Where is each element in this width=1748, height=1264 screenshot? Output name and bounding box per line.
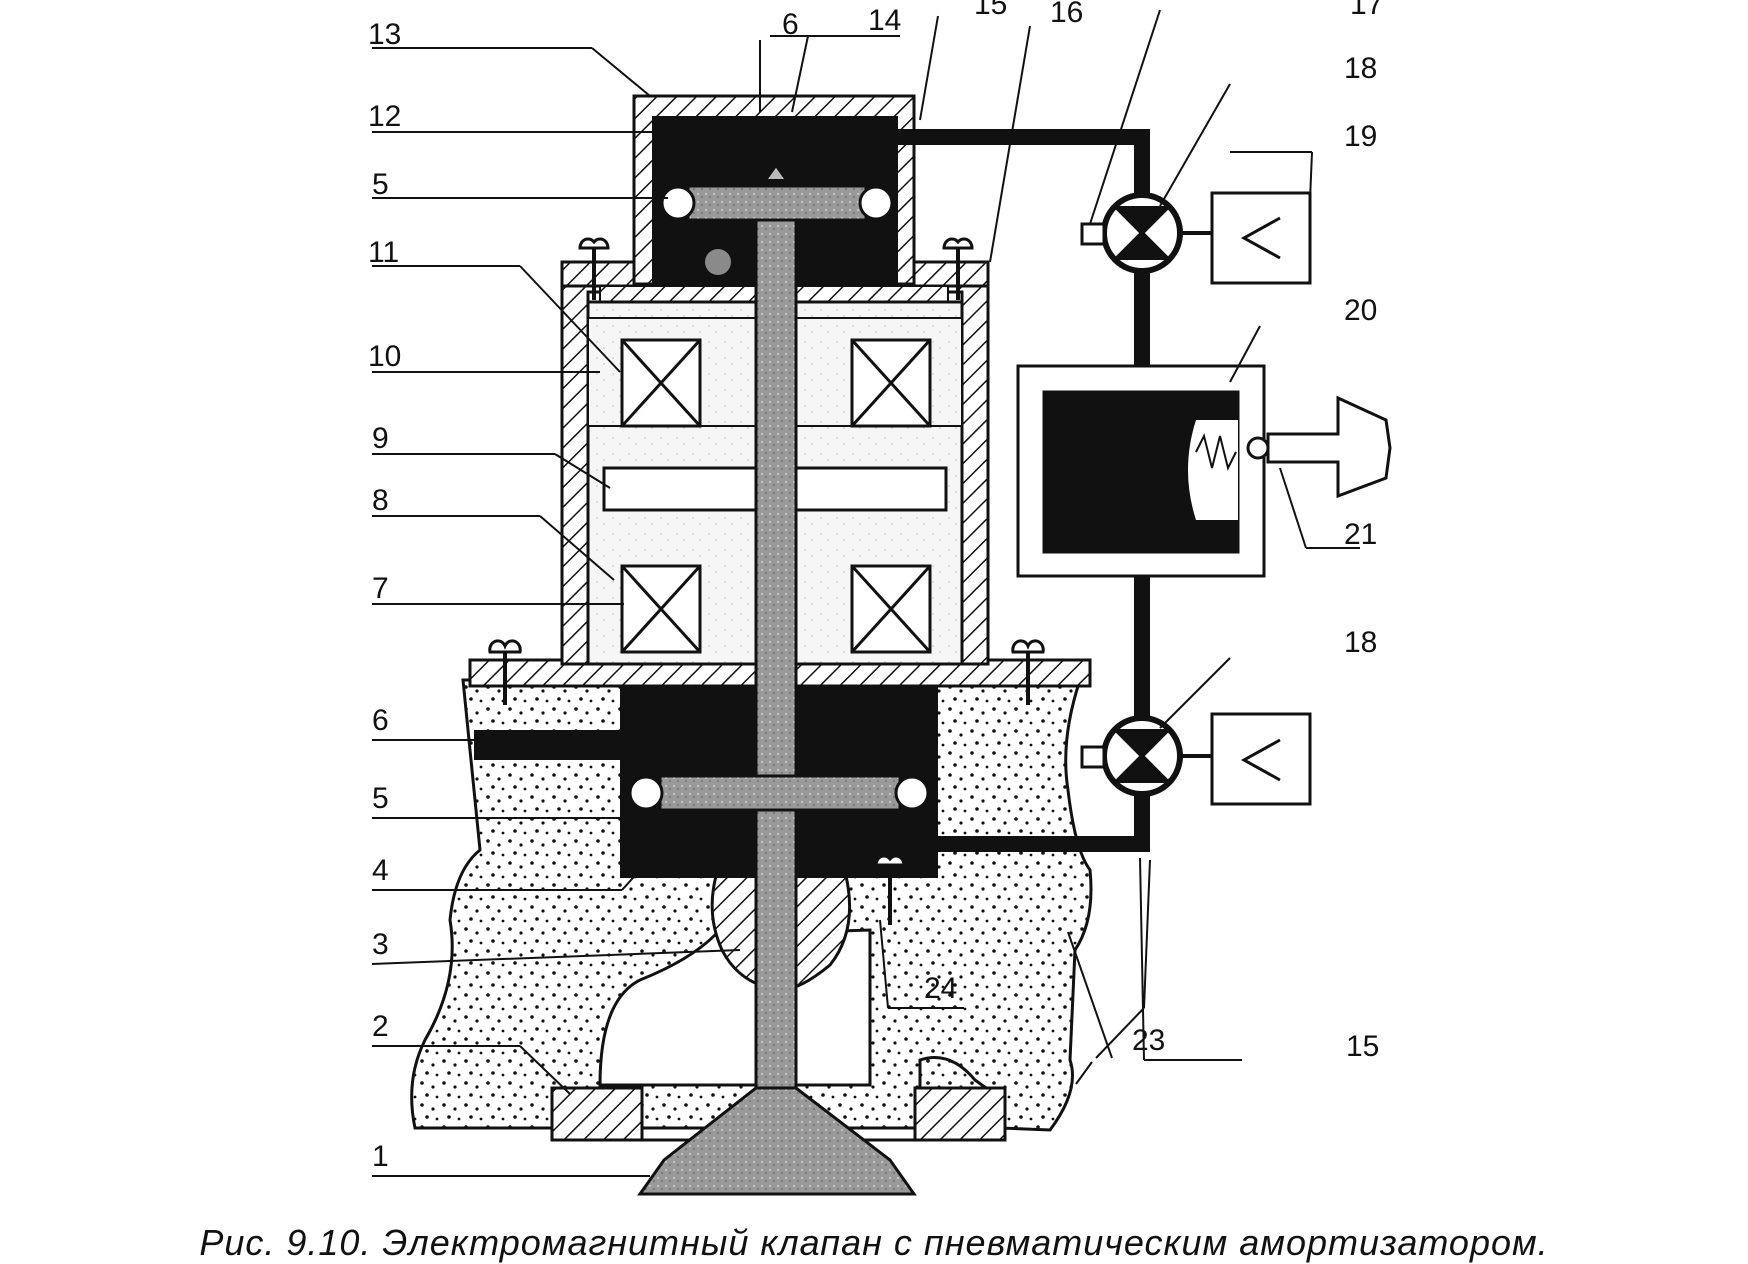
label-19: 19 [1344,120,1377,153]
part-labels: 13 6 14 15 16 17 18 19 12 5 11 10 9 8 7 … [368,0,1383,1173]
seal-ring-lower-left [628,775,664,811]
label-12: 12 [368,100,401,133]
label-4: 4 [372,854,389,887]
label-17: 17 [1350,0,1383,21]
valve-head [637,1086,917,1196]
label-10: 10 [368,340,401,373]
valve-18-upper [1080,192,1212,274]
valve-seat [550,1086,1007,1142]
label-24: 24 [924,972,957,1005]
lower-piston [628,774,930,812]
label-16: 16 [1050,0,1083,29]
label-5-top: 5 [372,168,389,201]
label-11: 11 [368,236,399,269]
label-2: 2 [372,1010,389,1043]
controller-19-lower [1210,712,1312,806]
lower-magnet-core [620,564,932,654]
accumulator-20 [1016,364,1270,578]
seal-ring-upper-left [660,185,696,221]
spring-icon [1195,433,1237,471]
upper-port [705,249,731,275]
adjust-screw-21 [1266,395,1392,499]
leader-lines [371,9,1360,1177]
label-18-bottom: 18 [1344,626,1377,659]
label-6-top: 6 [782,8,799,41]
orifice-17 [1080,222,1106,246]
bolt-24 [874,854,906,925]
bolt-left [488,639,522,705]
figure-caption: Рис. 9.10. Электромагнитный клапан с пне… [199,1222,1549,1263]
upper-piston [660,164,894,222]
seal-ring-upper-right [858,185,894,221]
label-23: 23 [1132,1024,1165,1057]
valve-stem [754,206,798,1090]
bolt-right [1011,639,1045,705]
label-1: 1 [372,1140,389,1173]
less-than-controller-icon [1240,738,1281,782]
pneumatic-line-15 [898,129,1150,852]
label-14: 14 [868,4,901,37]
label-20: 20 [1344,294,1377,327]
label-7: 7 [372,572,389,605]
controller-19-upper [1210,191,1312,285]
bolt-top-left [578,237,610,300]
label-15-bottom: 15 [1346,1030,1379,1063]
label-13: 13 [368,18,401,51]
label-15-top: 15 [974,0,1007,21]
label-8: 8 [372,484,389,517]
label-9: 9 [372,422,389,455]
label-3: 3 [372,928,389,961]
label-5-bottom: 5 [372,782,389,815]
label-18-top: 18 [1344,52,1377,85]
less-than-controller-icon [1240,216,1281,260]
label-6-bottom: 6 [372,704,389,737]
label-21: 21 [1344,518,1377,551]
bolt-top-right [942,237,974,300]
seal-ring-lower-right [894,775,930,811]
valve-18-lower [1080,715,1212,797]
